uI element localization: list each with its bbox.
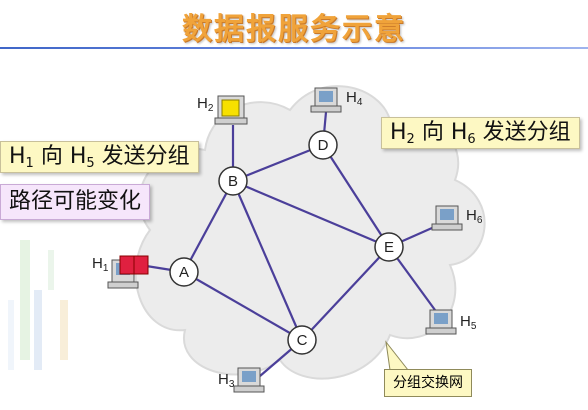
host-label-h4: H4: [346, 89, 363, 108]
h1-packet-2: [133, 255, 149, 275]
h2-packet: [221, 99, 240, 117]
host-h3-computer: [233, 367, 265, 393]
svg-text:A: A: [179, 264, 189, 281]
page-title: 数据报服务示意: [182, 12, 406, 47]
link-d-e: [322, 144, 390, 248]
node-d: D: [308, 130, 338, 160]
svg-text:B: B: [228, 173, 238, 190]
title-divider: [0, 47, 588, 49]
network-label: 分组交换网: [384, 369, 472, 397]
link-c-e: [301, 246, 390, 341]
callout-h2-to-h6: H2 向 H6 发送分组: [381, 117, 580, 149]
svg-text:C: C: [297, 332, 308, 349]
svg-text:E: E: [384, 239, 394, 256]
links: [139, 111, 436, 377]
link-b-c: [231, 180, 304, 341]
host-label-h2: H2: [197, 95, 214, 114]
node-b: B: [218, 166, 248, 196]
host-h2-computer: [214, 95, 248, 125]
host-label-h5: H5: [460, 313, 477, 332]
link-a-b: [183, 180, 234, 273]
host-h4-computer: [310, 87, 342, 113]
node-a: A: [169, 257, 199, 287]
h1-packet-1: [119, 255, 135, 275]
background-decoration: [8, 240, 68, 370]
network-label-pointer: [385, 340, 410, 371]
node-c: C: [287, 325, 317, 355]
host-h1-computer: [107, 255, 149, 289]
host-label-h3: H3: [218, 371, 235, 390]
host-h5-computer: [425, 309, 457, 335]
host-h6-computer: [431, 205, 463, 231]
callout-h1-to-h5: H1 向 H5 发送分组: [0, 141, 199, 173]
node-e: E: [374, 232, 404, 262]
host-label-h1: H1: [92, 255, 109, 274]
svg-text:D: D: [318, 137, 329, 154]
host-label-h6: H6: [466, 207, 483, 226]
link-a-c: [183, 271, 303, 341]
callout-route-may-change: 路径可能变化: [0, 184, 151, 220]
link-b-d: [232, 143, 324, 183]
link-b-e: [232, 179, 390, 249]
